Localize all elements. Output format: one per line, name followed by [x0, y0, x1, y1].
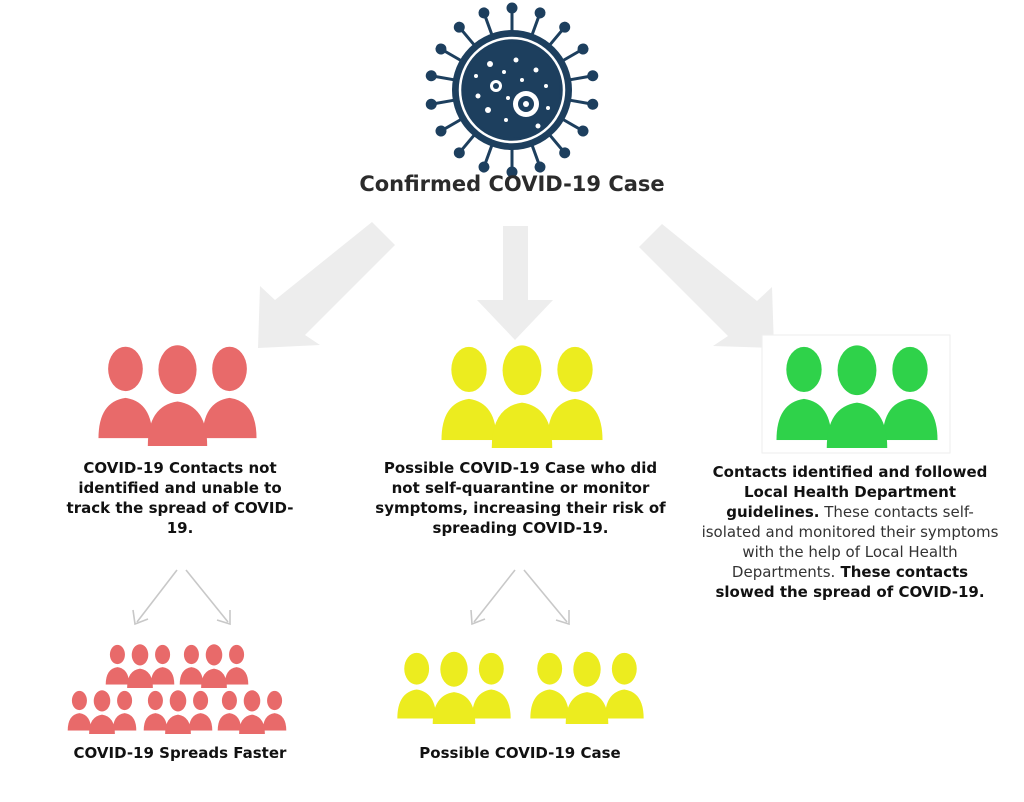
virus-icon: [425, 2, 599, 178]
thin-arrows-left: [132, 569, 231, 626]
identified-bold-text-1: Contacts identified and followed Local H…: [712, 463, 988, 521]
branch-description-possible-case: Possible COVID-19 Case who did not self-…: [375, 459, 666, 537]
arrow-center: [477, 226, 553, 340]
branch-description-identified: Contacts identified and followed Local H…: [700, 462, 1000, 602]
yellow-people-group-icon: [441, 345, 602, 448]
root-label: Confirmed COVID-19 Case: [359, 172, 665, 196]
branch-description-not-identified: COVID-19 Contacts not identified and una…: [66, 459, 294, 537]
two-groups-icon: [397, 652, 643, 724]
red-people-group-icon: [98, 345, 256, 446]
identified-bold-text-2: These contacts slowed the spread of COVI…: [715, 563, 985, 601]
identified-plain-text: These contacts self-isolated and monitor…: [701, 503, 999, 581]
outcome-label-possible-case: Possible COVID-19 Case: [419, 744, 621, 762]
many-groups-icon: [68, 644, 287, 734]
outcome-label-spreads-faster: COVID-19 Spreads Faster: [73, 744, 287, 762]
arrow-left: [258, 222, 395, 348]
arrow-right: [639, 224, 774, 348]
thin-arrows-center: [470, 569, 570, 626]
